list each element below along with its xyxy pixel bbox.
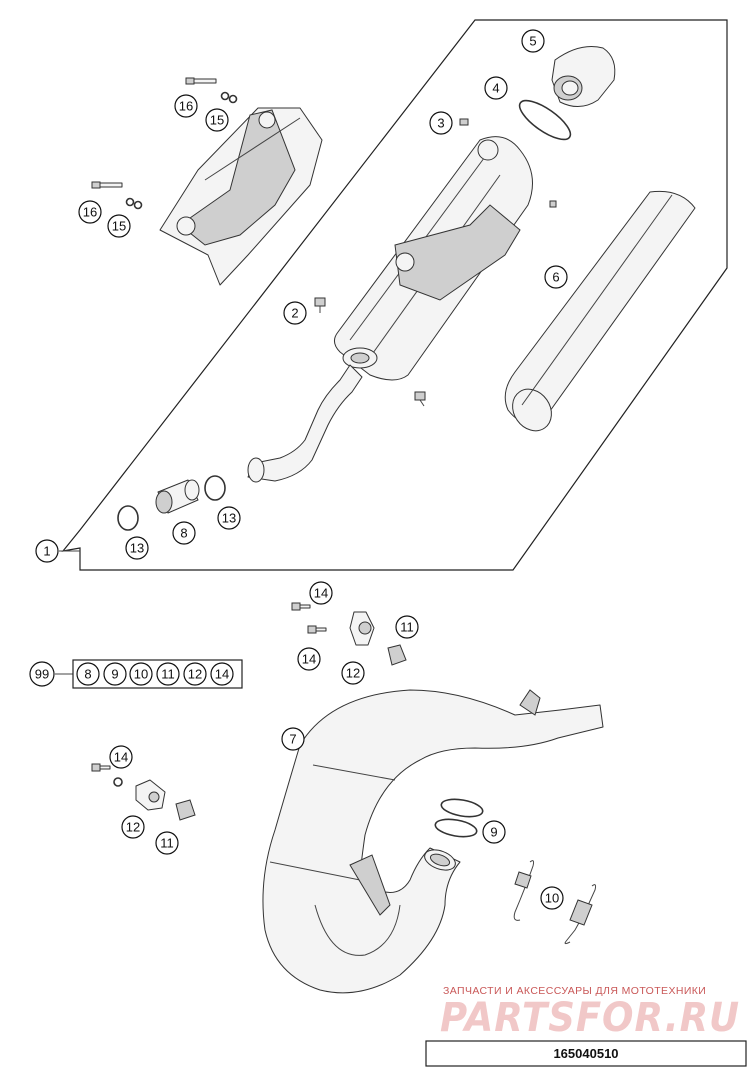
clamp-8-drawing [155,479,200,514]
document-number: 165040510 [553,1046,618,1061]
kit-member-6: 14 [210,662,234,686]
ring-13-left-drawing [117,505,139,531]
callout-8: 8 [172,521,196,545]
silencer-assembly-frame [61,19,728,571]
callout-11-right: 11 [395,615,419,639]
kit-member-label: 12 [188,667,202,682]
callout-label: 9 [490,825,497,840]
callout-label: 7 [289,732,296,747]
o-ring-drawing [518,99,572,141]
kit-label: 99 [35,667,49,682]
callout-15-top: 15 [205,108,229,132]
kit-member-3: 10 [129,662,153,686]
callout-1: 1 [35,539,59,563]
callout-11-left: 11 [155,831,179,855]
document-number-box [425,1040,747,1067]
kit-member-label: 11 [161,667,175,682]
watermark-caption: ЗАПЧАСТИ И АКСЕССУАРЫ ДЛЯ МОТОТЕХНИКИ [443,985,706,997]
bracket-left-drawing [91,763,196,821]
kit-member-1: 8 [76,662,100,686]
callout-label: 12 [126,820,140,835]
kit-member-5: 12 [183,662,207,686]
silencer-body-drawing [247,118,557,483]
callout-label: 10 [545,891,559,906]
callout-6: 6 [544,265,568,289]
callout-9: 9 [482,820,506,844]
end-cap-drawing [551,46,616,107]
kit-member-label: 14 [215,667,229,682]
ring-13-right-drawing [204,475,226,501]
callout-12-right: 12 [341,661,365,685]
kit-member-label: 8 [84,667,91,682]
callout-3: 3 [429,111,453,135]
callout-14-left: 14 [109,745,133,769]
callout-label: 3 [437,116,444,131]
callout-4: 4 [484,76,508,100]
callout-label: 14 [314,586,328,601]
callout-label: 11 [160,836,174,851]
kit-member-2: 9 [103,662,127,686]
exhaust-pipe-drawing [262,689,604,994]
callout-15-bottom: 15 [107,214,131,238]
leader-lines [55,550,80,675]
callout-label: 12 [346,666,360,681]
callout-16-bottom: 16 [78,200,102,224]
callout-13-left: 13 [125,536,149,560]
kit-box [72,659,243,689]
callout-7: 7 [281,727,305,751]
watermark-logo: PARTSFOR.RU [440,995,740,1041]
callout-label: 1 [43,544,50,559]
o-ring-9-upper-drawing [440,798,484,818]
callout-label: 13 [222,511,236,526]
callout-label: 6 [552,270,559,285]
callout-2: 2 [283,301,307,325]
heat-shield-drawing [159,107,323,286]
callout-13-right: 13 [217,506,241,530]
kit-member-4: 11 [156,662,180,686]
callout-label: 14 [302,652,316,667]
callout-label: 16 [179,99,193,114]
callout-10: 10 [540,886,564,910]
callout-12-left: 12 [121,815,145,839]
callout-label: 5 [529,34,536,49]
callout-14-mid: 14 [297,647,321,671]
callout-label: 14 [114,750,128,765]
callout-label: 11 [400,620,414,635]
silencer-sleeve-drawing [504,190,696,432]
callout-99: 99 [29,661,55,687]
callout-label: 2 [291,306,298,321]
kit-member-label: 9 [111,667,118,682]
bracket-right-drawing [291,602,407,666]
callout-5: 5 [521,29,545,53]
callout-label: 13 [130,541,144,556]
callout-label: 8 [180,526,187,541]
kit-member-label: 10 [134,667,148,682]
springs-10-drawing [513,860,597,945]
callout-label: 16 [83,205,97,220]
o-ring-9-lower-drawing [434,818,478,838]
callout-16-top: 16 [174,94,198,118]
callout-label: 15 [210,113,224,128]
callout-label: 4 [492,81,499,96]
bolts-washers-drawing [91,77,238,210]
callout-14-top: 14 [309,581,333,605]
callout-label: 15 [112,219,126,234]
